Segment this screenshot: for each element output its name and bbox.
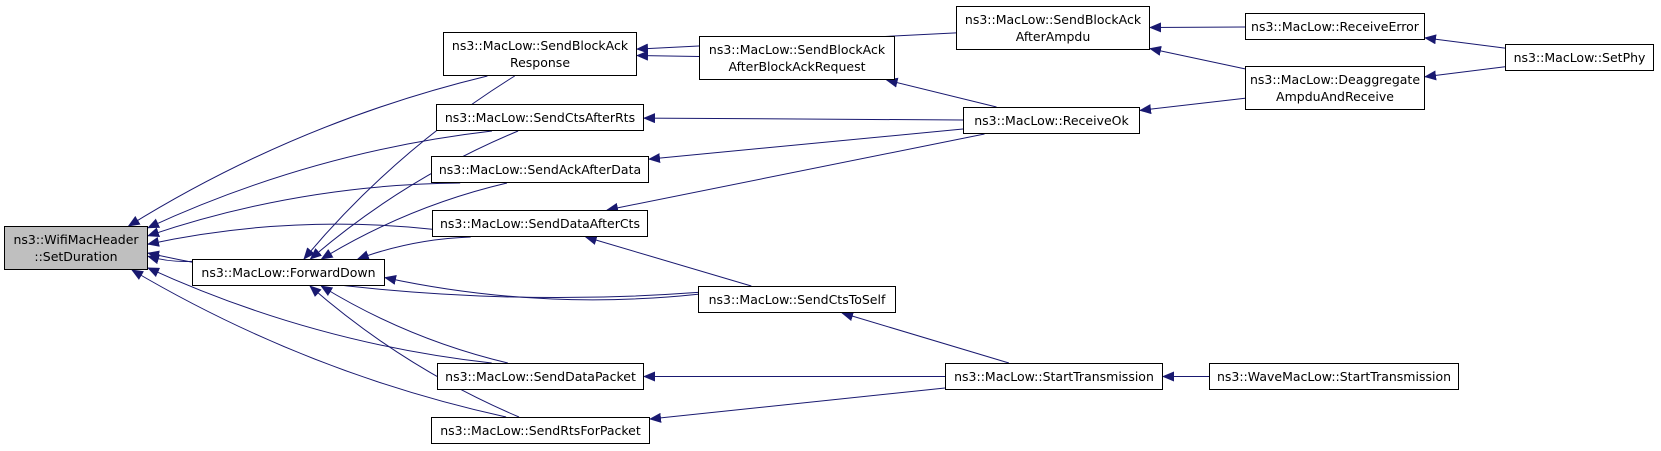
edge-senddataaftercts-to-forwarddown xyxy=(356,236,471,260)
edge-sendctstoself-to-senddataaftercts xyxy=(584,235,752,287)
edge-sendblockackresponse-to-setduration xyxy=(127,75,488,227)
node-wifimacheader-setduration: ns3::WifiMacHeader ::SetDuration xyxy=(4,226,148,270)
node-label: ns3::MacLow::SendDataPacket xyxy=(445,369,636,384)
edge-receiveok-to-sendblockackafterbar xyxy=(885,77,997,108)
node-label: ns3::MacLow::SendCtsToSelf xyxy=(708,292,886,307)
edge-sendblockackresponse-to-forwarddown xyxy=(303,75,515,260)
node-label: ns3::MacLow::StartTransmission xyxy=(954,369,1154,384)
edge-sendctsafterrts-to-setduration xyxy=(147,130,493,229)
edge-setphy-to-deaggregate xyxy=(1424,66,1506,81)
edge-sendctstoself-to-forwarddown xyxy=(384,275,699,301)
node-label: ns3::MacLow::SendCtsAfterRts xyxy=(444,110,636,125)
node-wavemaclow-starttransmission[interactable]: ns3::WaveMacLow::StartTransmission xyxy=(1209,363,1459,390)
node-maclow-receiveerror[interactable]: ns3::MacLow::ReceiveError xyxy=(1245,13,1425,40)
node-label: ns3::MacLow::SendAckAfterData xyxy=(438,162,642,177)
edge-sendackafterdata-to-forwarddown xyxy=(320,182,508,260)
edge-receiveok-to-senddataaftercts xyxy=(606,133,985,213)
node-label: ns3::MacLow::Deaggregate AmpduAndReceive xyxy=(1249,72,1421,104)
edge-sendrtsforpacket-to-forwarddown xyxy=(309,285,520,418)
node-maclow-sendctstoself[interactable]: ns3::MacLow::SendCtsToSelf xyxy=(698,286,896,313)
node-maclow-sendblockackafterampdu[interactable]: ns3::MacLow::SendBlockAck AfterAmpdu xyxy=(956,6,1150,50)
node-maclow-receiveok[interactable]: ns3::MacLow::ReceiveOk xyxy=(963,107,1140,134)
node-label: ns3::MacLow::ReceiveOk xyxy=(974,113,1129,128)
edge-sendackafterdata-to-setduration xyxy=(147,182,461,238)
node-maclow-sendblockackresponse[interactable]: ns3::MacLow::SendBlockAck Response xyxy=(443,32,637,76)
node-label: ns3::MacLow::SendBlockAck AfterAmpdu xyxy=(964,12,1142,44)
edge-deaggregate-to-sendblockackafterampdu xyxy=(1149,45,1246,70)
edge-receiveok-to-sendctsafterrts xyxy=(643,113,964,124)
node-label: ns3::MacLow::SendBlockAck AfterBlockAckR… xyxy=(708,42,886,74)
edge-deaggregate-to-receiveok xyxy=(1139,97,1246,115)
node-label: ns3::MacLow::ReceiveError xyxy=(1251,19,1419,34)
node-label: ns3::MacLow::SendDataAfterCts xyxy=(440,216,640,231)
node-maclow-deaggregateampduandreceive[interactable]: ns3::MacLow::Deaggregate AmpduAndReceive xyxy=(1245,66,1425,110)
node-label: ns3::MacLow::SendBlockAck Response xyxy=(451,38,629,70)
node-maclow-forwarddown[interactable]: ns3::MacLow::ForwardDown xyxy=(192,259,385,286)
node-maclow-senddataaftercts[interactable]: ns3::MacLow::SendDataAfterCts xyxy=(432,210,648,237)
node-maclow-sendctsafterrts[interactable]: ns3::MacLow::SendCtsAfterRts xyxy=(436,104,644,131)
node-label: ns3::WifiMacHeader ::SetDuration xyxy=(13,232,139,264)
edge-senddatapacket-to-forwarddown xyxy=(320,285,508,364)
node-label: ns3::MacLow::ForwardDown xyxy=(201,265,376,280)
edge-senddatapacket-to-setduration xyxy=(147,267,492,364)
node-label: ns3::WaveMacLow::StartTransmission xyxy=(1216,369,1452,384)
edge-sendrtsforpacket-to-setduration xyxy=(131,269,507,418)
edge-starttransmission-to-sendctstoself xyxy=(841,311,1010,364)
node-maclow-sendblockackafterblockackrequest[interactable]: ns3::MacLow::SendBlockAck AfterBlockAckR… xyxy=(699,36,895,80)
node-label: ns3::MacLow::SetPhy xyxy=(1513,50,1646,65)
edge-receiveok-to-sendackafterdata xyxy=(648,128,964,164)
edge-senddataaftercts-to-setduration xyxy=(147,223,433,247)
node-maclow-sendackafterdata[interactable]: ns3::MacLow::SendAckAfterData xyxy=(431,156,649,183)
node-maclow-sendrtsforpacket[interactable]: ns3::MacLow::SendRtsForPacket xyxy=(431,417,650,444)
node-label: ns3::MacLow::SendRtsForPacket xyxy=(440,423,641,438)
node-maclow-starttransmission[interactable]: ns3::MacLow::StartTransmission xyxy=(945,363,1163,390)
edge-sendctsafterrts-to-forwarddown xyxy=(309,130,519,260)
edge-receiveerror-to-sendblockackafterampdu xyxy=(1149,22,1246,33)
edge-sendblockackafterbar-to-sendblockackresponse xyxy=(636,50,700,61)
node-maclow-senddatapacket[interactable]: ns3::MacLow::SendDataPacket xyxy=(437,363,644,390)
edge-starttransmission-to-sendrtsforpacket xyxy=(649,387,946,423)
edge-setphy-to-receiveerror xyxy=(1424,34,1506,49)
node-maclow-setphy[interactable]: ns3::MacLow::SetPhy xyxy=(1505,44,1654,71)
